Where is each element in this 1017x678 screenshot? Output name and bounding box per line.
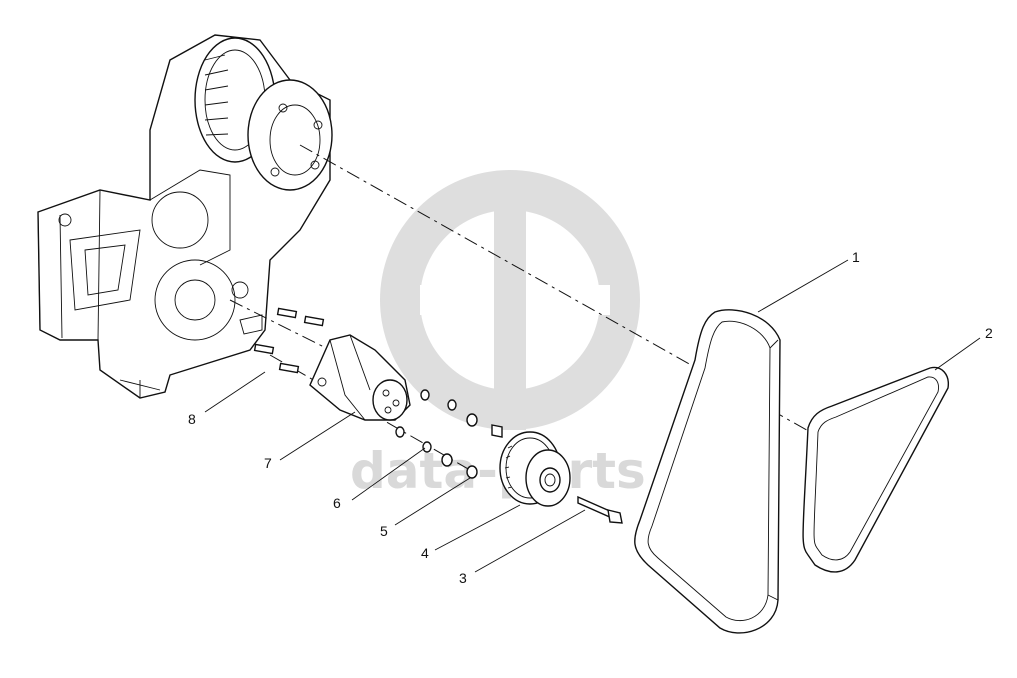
idler-bolt	[577, 495, 623, 524]
upper-washers-nuts	[420, 389, 503, 438]
crankshaft-pulley	[194, 37, 333, 191]
callout-6: 6	[333, 495, 341, 511]
callout-3: 3	[459, 570, 467, 586]
leader-lines	[204, 259, 981, 573]
callout-2: 2	[985, 325, 993, 341]
callout-1: 1	[852, 249, 860, 265]
idler-pulley	[499, 431, 571, 507]
drive-belt-small	[802, 366, 949, 573]
callout-8: 8	[188, 411, 196, 427]
callout-4: 4	[421, 545, 429, 561]
lower-washers-nuts	[395, 426, 478, 479]
studs	[253, 307, 325, 374]
drive-belt-large	[634, 309, 781, 634]
callout-7: 7	[264, 455, 272, 471]
watermark-logo	[380, 170, 640, 430]
callout-5: 5	[380, 523, 388, 539]
watermark-text: data-parts	[350, 442, 646, 500]
idler-bracket	[309, 334, 411, 421]
